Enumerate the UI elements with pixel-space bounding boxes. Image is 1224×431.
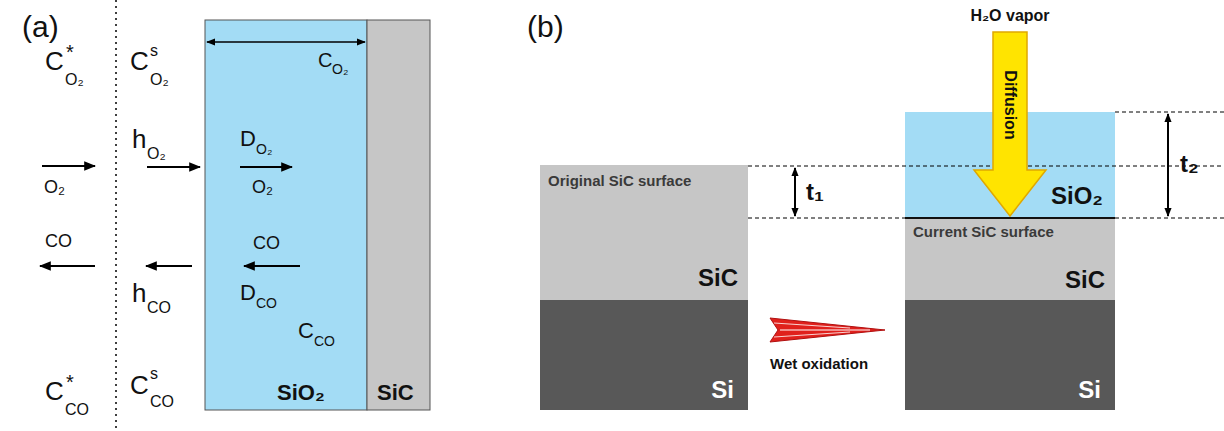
subscript: O₂ (147, 146, 166, 162)
guide-line (748, 218, 905, 219)
sic-block-box: Current SiC surfaceSiC (905, 218, 1115, 300)
layer-label: Si (711, 378, 734, 402)
subscript: CO (314, 334, 335, 348)
sic-layer (367, 20, 430, 410)
species-label: O₂ (44, 178, 65, 196)
panel-label: (b) (527, 12, 564, 42)
subscript: O₂ (150, 72, 169, 88)
symbol: h (132, 280, 146, 306)
process-arrow (770, 318, 885, 342)
guide-line (1115, 218, 1224, 219)
species-label: CO (253, 234, 280, 252)
si-block-box: Si (540, 300, 748, 410)
symbol: C (45, 48, 64, 74)
sic-layer-box: SiC (367, 20, 430, 410)
flux-arrow (42, 165, 95, 167)
symbol: C (45, 378, 64, 404)
diffusion-arrow (974, 32, 1046, 216)
symbol: C (298, 320, 314, 342)
process-label: Diffusion (1002, 70, 1018, 139)
symbol: D (240, 128, 256, 150)
boundary-line (115, 0, 117, 431)
layer-label: Current SiC surface (913, 224, 1054, 239)
si-block-box: Si (905, 300, 1115, 410)
layer-label: SiO₂ (1051, 184, 1103, 208)
dimension-label: t₁ (806, 180, 824, 204)
process-arrow-stripe (780, 329, 870, 330)
source-label: H₂O vapor (970, 8, 1049, 24)
superscript: * (66, 372, 74, 392)
process-label: Wet oxidation (770, 356, 868, 371)
interface-line (905, 217, 1115, 219)
layer-label: Si (1078, 378, 1101, 402)
layer-label: SiC (698, 266, 738, 290)
si-block (905, 300, 1115, 410)
sic-block (905, 218, 1115, 300)
subscript: O₂ (332, 62, 348, 76)
guide-line (748, 166, 1224, 167)
subscript: O₂ (65, 72, 84, 88)
flux-arrow (240, 166, 292, 168)
dimension-label: t₂ (1180, 152, 1199, 176)
process-arrow-stripe (774, 332, 850, 337)
subscript: CO (256, 296, 277, 310)
flux-arrow (146, 265, 192, 267)
sio2-layer-box: SiO₂ (205, 20, 367, 410)
dimension-arrow (1167, 114, 1169, 216)
symbol: C (130, 372, 149, 398)
subscript: CO (65, 402, 89, 418)
flux-arrow (147, 166, 200, 168)
symbol: C (130, 48, 149, 74)
layer-label: SiO₂ (277, 382, 325, 404)
process-arrow-stripe (774, 323, 850, 328)
superscript: s (150, 366, 158, 382)
superscript: * (66, 42, 74, 62)
symbol: C (318, 50, 332, 70)
guide-line (1115, 112, 1224, 113)
panel-label: (a) (22, 12, 59, 42)
superscript: s (150, 43, 158, 59)
layer-label: SiC (377, 382, 414, 404)
dimension-arrow (794, 168, 796, 216)
layer-label: SiC (1065, 268, 1105, 292)
symbol: h (132, 126, 146, 152)
sic-block (540, 165, 748, 300)
species-label: CO (45, 232, 72, 250)
layer-label: Original SiC surface (548, 173, 691, 188)
subscript: CO (147, 300, 171, 316)
symbol: D (240, 282, 256, 304)
species-label: O₂ (252, 178, 273, 196)
sic-block-box: Original SiC surfaceSiC (540, 165, 748, 300)
flux-arrow (244, 265, 300, 267)
thickness-arrow (207, 41, 365, 43)
subscript: O₂ (256, 142, 272, 156)
si-block (540, 300, 748, 410)
subscript: CO (150, 394, 174, 410)
flux-arrow (40, 265, 95, 267)
sio2-layer (205, 20, 367, 410)
